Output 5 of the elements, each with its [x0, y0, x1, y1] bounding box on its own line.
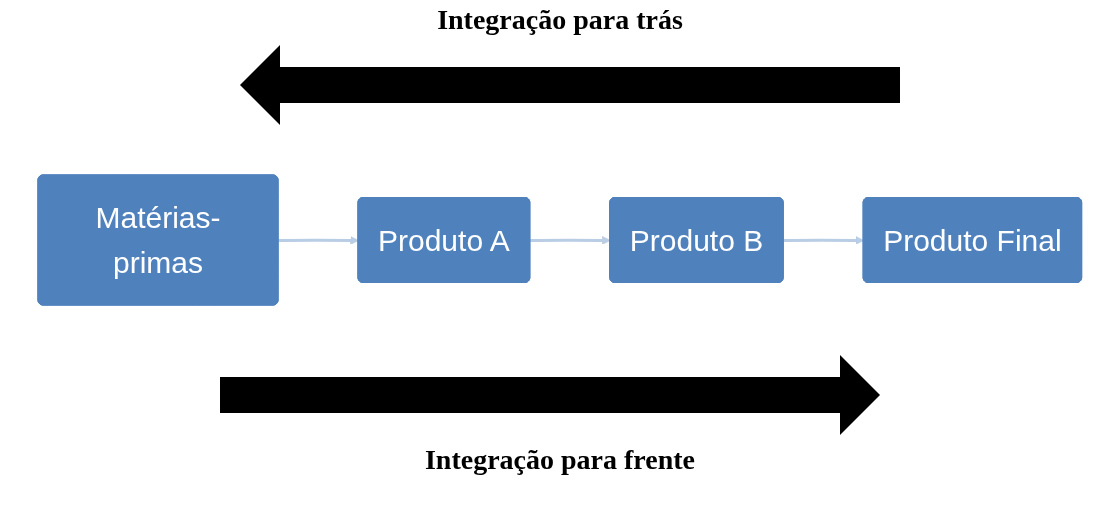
arrow	[783, 236, 865, 245]
arrow	[530, 236, 611, 245]
caption-text: Integração para frente	[424, 443, 696, 477]
caption-text: Integração para trás	[437, 3, 683, 37]
arrow	[278, 236, 360, 245]
